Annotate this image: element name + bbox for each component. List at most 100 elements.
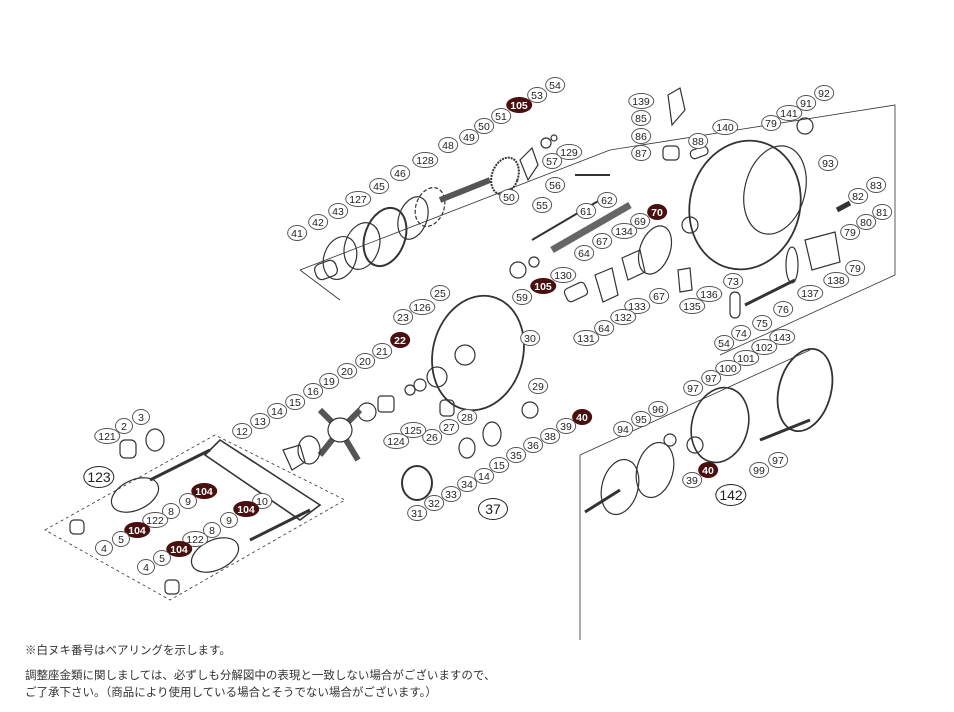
part-label-102[interactable]: 102 [751,339,777,355]
part-label-59[interactable]: 59 [512,289,532,305]
part-label-127[interactable]: 127 [345,191,371,207]
part-label-8[interactable]: 8 [203,522,221,538]
part-label-14[interactable]: 14 [267,403,287,419]
part-label-96[interactable]: 96 [648,401,668,417]
part-label-19[interactable]: 19 [319,373,339,389]
part-label-67[interactable]: 67 [592,233,612,249]
part-label-140[interactable]: 140 [712,119,738,135]
part-label-129[interactable]: 129 [556,144,582,160]
part-label-125[interactable]: 125 [400,422,426,438]
part-label-46[interactable]: 46 [390,165,410,181]
part-label-67[interactable]: 67 [649,288,669,304]
part-label-45[interactable]: 45 [369,178,389,194]
part-label-23[interactable]: 23 [393,309,413,325]
part-label-38[interactable]: 38 [540,428,560,444]
part-label-36[interactable]: 36 [523,437,543,453]
part-label-64[interactable]: 64 [594,320,614,336]
part-label-86[interactable]: 86 [631,128,651,144]
part-label-136[interactable]: 136 [696,286,722,302]
part-label-134[interactable]: 134 [611,223,637,239]
part-label-28[interactable]: 28 [457,409,477,425]
part-label-124[interactable]: 124 [383,433,409,449]
part-label-75[interactable]: 75 [752,315,772,331]
part-label-81[interactable]: 81 [872,204,892,220]
part-label-5[interactable]: 5 [112,531,130,547]
part-label-53[interactable]: 53 [527,87,547,103]
part-label-39[interactable]: 39 [682,472,702,488]
part-label-54[interactable]: 54 [545,77,565,93]
part-label-138[interactable]: 138 [823,272,849,288]
part-label-100[interactable]: 100 [715,360,741,376]
bearing-part-label-105[interactable]: 105 [506,97,532,113]
part-label-135[interactable]: 135 [679,298,705,314]
part-label-88[interactable]: 88 [688,133,708,149]
part-label-132[interactable]: 132 [610,309,636,325]
part-label-73[interactable]: 73 [723,273,743,289]
assembly-label-37[interactable]: 37 [478,498,508,520]
part-label-83[interactable]: 83 [866,177,886,193]
part-label-32[interactable]: 32 [424,495,444,511]
part-label-92[interactable]: 92 [814,85,834,101]
bearing-part-label-40[interactable]: 40 [572,409,592,425]
part-label-121[interactable]: 121 [94,428,120,444]
part-label-48[interactable]: 48 [438,137,458,153]
part-label-9[interactable]: 9 [220,512,238,528]
part-label-16[interactable]: 16 [303,383,323,399]
part-label-20[interactable]: 20 [337,363,357,379]
part-label-41[interactable]: 41 [287,225,307,241]
part-label-35[interactable]: 35 [506,447,526,463]
part-label-50[interactable]: 50 [499,189,519,205]
part-label-87[interactable]: 87 [631,145,651,161]
part-label-57[interactable]: 57 [542,153,562,169]
part-label-101[interactable]: 101 [733,350,759,366]
part-label-141[interactable]: 141 [776,105,802,121]
part-label-91[interactable]: 91 [796,95,816,111]
part-label-61[interactable]: 61 [576,203,596,219]
part-label-143[interactable]: 143 [769,329,795,345]
part-label-126[interactable]: 126 [409,299,435,315]
bearing-part-label-22[interactable]: 22 [390,332,410,348]
part-label-94[interactable]: 94 [613,421,633,437]
part-label-50[interactable]: 50 [474,118,494,134]
part-label-62[interactable]: 62 [597,192,617,208]
part-label-74[interactable]: 74 [731,325,751,341]
part-label-29[interactable]: 29 [528,378,548,394]
part-label-130[interactable]: 130 [550,267,576,283]
part-label-14[interactable]: 14 [474,468,494,484]
part-label-21[interactable]: 21 [372,343,392,359]
part-label-15[interactable]: 15 [285,394,305,410]
part-label-69[interactable]: 69 [630,213,650,229]
part-label-2[interactable]: 2 [115,418,133,434]
part-label-54[interactable]: 54 [714,335,734,351]
bearing-part-label-104[interactable]: 104 [233,501,259,517]
part-label-20[interactable]: 20 [355,353,375,369]
bearing-part-label-104[interactable]: 104 [191,483,217,499]
part-label-25[interactable]: 25 [430,285,450,301]
assembly-label-142[interactable]: 142 [715,484,747,506]
part-label-93[interactable]: 93 [818,155,838,171]
part-label-49[interactable]: 49 [459,129,479,145]
part-label-31[interactable]: 31 [407,505,427,521]
part-label-76[interactable]: 76 [773,301,793,317]
part-label-3[interactable]: 3 [132,409,150,425]
part-label-128[interactable]: 128 [412,152,438,168]
part-label-39[interactable]: 39 [556,418,576,434]
bearing-part-label-40[interactable]: 40 [698,462,718,478]
part-label-27[interactable]: 27 [439,419,459,435]
assembly-label-123[interactable]: 123 [83,466,115,488]
part-label-99[interactable]: 99 [749,462,769,478]
part-label-42[interactable]: 42 [308,214,328,230]
part-label-56[interactable]: 56 [545,177,565,193]
part-label-55[interactable]: 55 [532,197,552,213]
part-label-139[interactable]: 139 [628,93,654,109]
bearing-part-label-104[interactable]: 104 [166,541,192,557]
part-label-82[interactable]: 82 [848,188,868,204]
part-label-4[interactable]: 4 [137,559,155,575]
bearing-part-label-104[interactable]: 104 [124,522,150,538]
part-label-79[interactable]: 79 [845,260,865,276]
part-label-15[interactable]: 15 [489,457,509,473]
part-label-9[interactable]: 9 [179,493,197,509]
part-label-33[interactable]: 33 [441,486,461,502]
part-label-131[interactable]: 131 [573,330,599,346]
bearing-part-label-70[interactable]: 70 [647,204,667,220]
